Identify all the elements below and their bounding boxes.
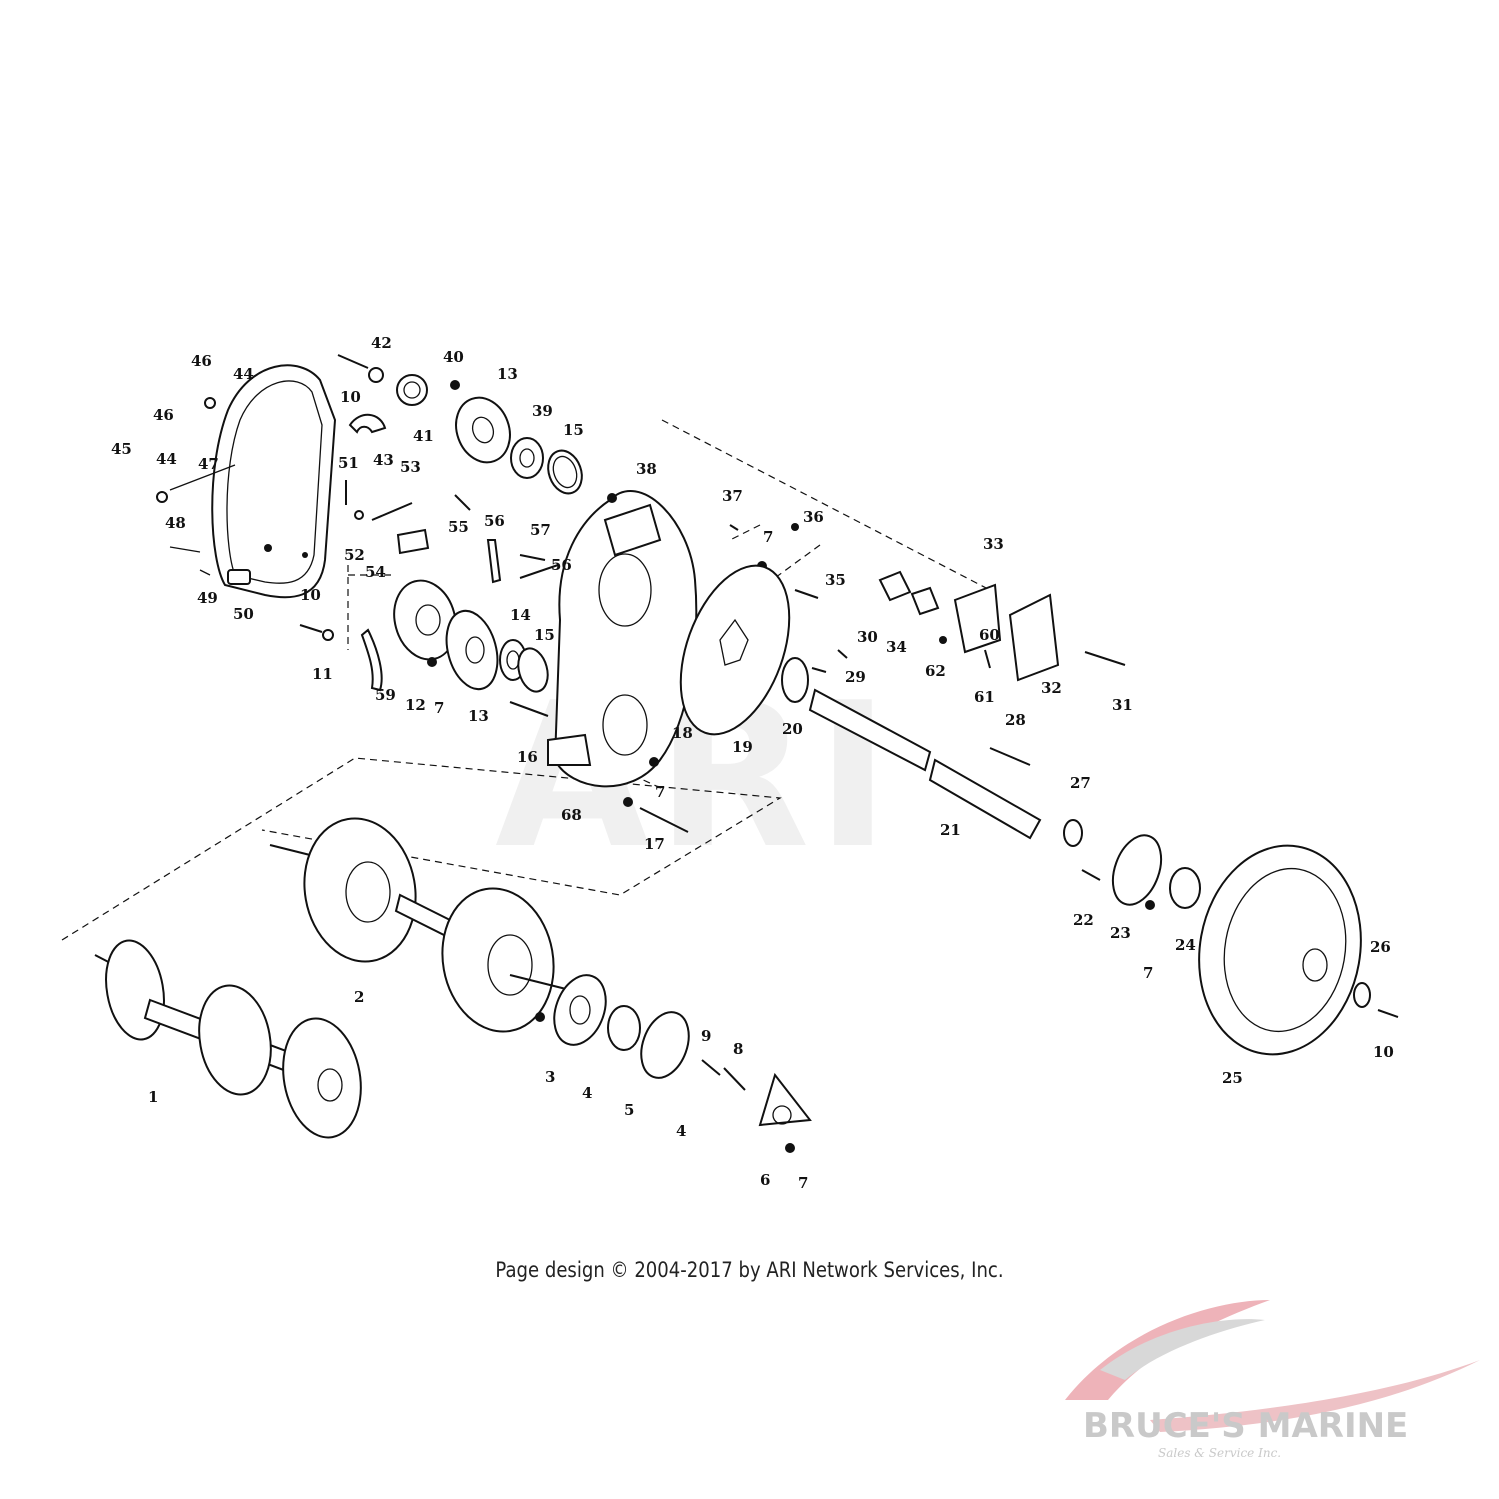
callout-45: 45 (111, 440, 132, 458)
callout-30: 30 (857, 628, 878, 646)
callout-19: 19 (732, 738, 753, 756)
callout-2: 2 (354, 988, 364, 1006)
upper-sprocket-group (337, 354, 583, 495)
callout-52: 52 (344, 546, 365, 564)
chain-case-housing (547, 490, 698, 788)
copyright-notice: Page design © 2004-2017 by ARI Network S… (495, 1258, 1004, 1282)
callout-7: 7 (798, 1174, 808, 1192)
callout-60: 60 (979, 626, 1000, 644)
callout-8: 8 (733, 1040, 743, 1058)
callout-39: 39 (532, 402, 553, 420)
callout-27: 27 (1070, 774, 1091, 792)
callout-12: 12 (405, 696, 426, 714)
callout-43: 43 (373, 451, 394, 469)
dealer-logo: BRUCE'S MARINE Sales & Service Inc. (1065, 1300, 1480, 1460)
callout-41: 41 (413, 427, 434, 445)
callout-56: 56 (551, 556, 572, 574)
callout-44: 44 (156, 450, 177, 468)
callout-4: 4 (582, 1084, 592, 1102)
callout-4: 4 (676, 1122, 686, 1140)
callout-6: 6 (760, 1171, 770, 1189)
callout-61: 61 (974, 688, 995, 706)
callout-59: 59 (375, 686, 396, 704)
callout-24: 24 (1175, 936, 1196, 954)
callout-55: 55 (448, 518, 469, 536)
part-callouts: 46 44 46 45 44 47 48 49 50 42 10 43 41 4… (111, 334, 1394, 1192)
callout-25: 25 (1222, 1069, 1243, 1087)
callout-29: 29 (845, 668, 866, 686)
callout-31: 31 (1112, 696, 1133, 714)
case-fasteners (623, 757, 689, 833)
logo-tagline: Sales & Service Inc. (1158, 1446, 1281, 1460)
callout-42: 42 (371, 334, 392, 352)
callout-48: 48 (165, 514, 186, 532)
callout-54: 54 (365, 563, 386, 581)
callout-3: 3 (545, 1068, 555, 1086)
callout-9: 9 (701, 1027, 711, 1045)
callout-22: 22 (1073, 911, 1094, 929)
callout-26: 26 (1370, 938, 1391, 956)
callout-46: 46 (153, 406, 174, 424)
callout-62: 62 (925, 662, 946, 680)
jackshaft-bracket-group (808, 570, 1126, 840)
callout-16: 16 (517, 748, 538, 766)
brake-disc-group (679, 523, 848, 736)
callout-37: 37 (722, 487, 743, 505)
callout-44: 44 (233, 365, 254, 383)
callout-10: 10 (1373, 1043, 1394, 1061)
callout-51: 51 (338, 454, 359, 472)
callout-7: 7 (434, 699, 444, 717)
chain-case-cover (156, 364, 337, 599)
callout-53: 53 (400, 458, 421, 476)
callout-46: 46 (191, 352, 212, 370)
bearing-flange-group (535, 974, 812, 1153)
callout-68: 68 (561, 806, 582, 824)
callout-36: 36 (803, 508, 824, 526)
callout-15: 15 (563, 421, 584, 439)
idler-axle-assembly (94, 939, 362, 1139)
callout-28: 28 (1005, 711, 1026, 729)
tensioner-group (345, 480, 559, 584)
callout-10: 10 (340, 388, 361, 406)
drive-axle-assembly (269, 817, 571, 1033)
callout-34: 34 (886, 638, 907, 656)
logo-name: BRUCE'S MARINE (1083, 1406, 1408, 1446)
callout-32: 32 (1041, 679, 1062, 697)
callout-49: 49 (197, 589, 218, 607)
callout-35: 35 (825, 571, 846, 589)
callout-13: 13 (468, 707, 489, 725)
callout-20: 20 (782, 720, 803, 738)
callout-50: 50 (233, 605, 254, 623)
callout-17: 17 (644, 835, 665, 853)
callout-21: 21 (940, 821, 961, 839)
callout-57: 57 (530, 521, 551, 539)
callout-23: 23 (1110, 924, 1131, 942)
callout-7: 7 (1143, 964, 1153, 982)
driven-clutch-group (1063, 819, 1399, 1056)
callout-10: 10 (300, 586, 321, 604)
callout-1: 1 (148, 1088, 158, 1106)
callout-7: 7 (763, 528, 773, 546)
callout-47: 47 (198, 455, 219, 473)
callout-38: 38 (636, 460, 657, 478)
callout-33: 33 (983, 535, 1004, 553)
callout-5: 5 (624, 1101, 634, 1119)
callout-40: 40 (443, 348, 464, 366)
callout-18: 18 (672, 724, 693, 742)
callout-11: 11 (312, 665, 333, 683)
callout-13: 13 (497, 365, 518, 383)
callout-15: 15 (534, 626, 555, 644)
callout-7: 7 (655, 783, 665, 801)
drive-sprocket-group (299, 579, 549, 717)
callout-14: 14 (510, 606, 531, 624)
callout-56: 56 (484, 512, 505, 530)
